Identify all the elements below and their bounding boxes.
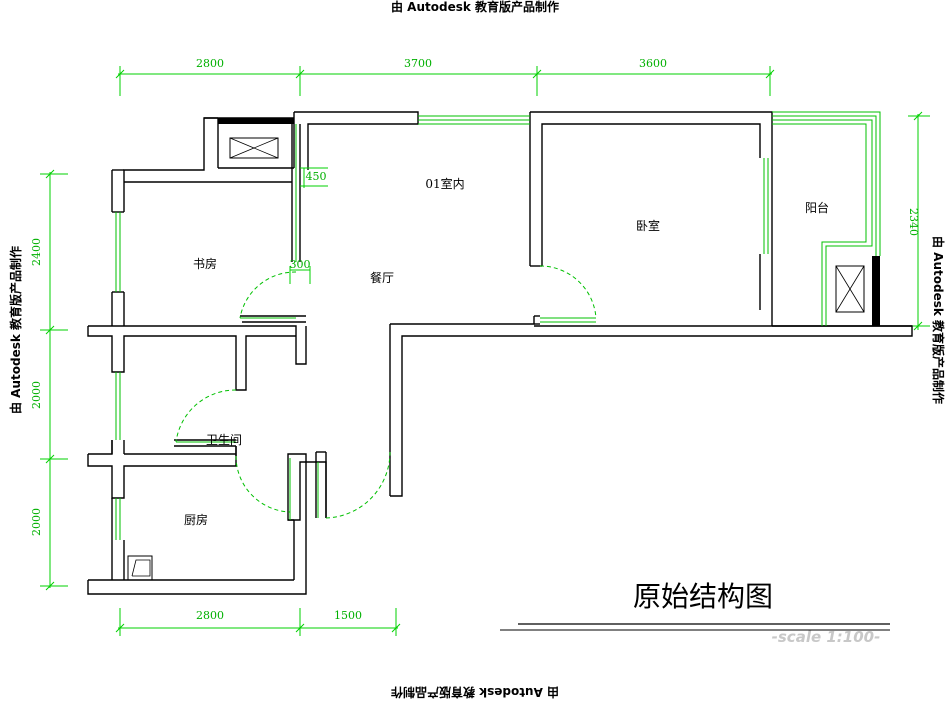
watermark-bottom: 由 Autodesk 教育版产品制作 [391,685,559,700]
room-balcony-label: 阳台 [805,200,829,215]
dim-left-1: 2400 [30,238,43,266]
bottom-dimension: 2800 1500 [115,608,401,636]
room-dining-label: 餐厅 [370,270,394,285]
dim-small-a: 450 [306,170,327,183]
partition-dimensions: 450 300 [289,167,328,284]
dim-top-1: 2800 [196,57,224,70]
walls [87,111,913,595]
room-bedroom-label: 卧室 [636,218,660,233]
room-indoor-label: 01室内 [425,176,464,191]
dim-left-3: 2000 [30,508,43,536]
dim-left-2: 2000 [30,381,43,409]
dim-bottom-2: 1500 [334,609,362,622]
drawing-title: 原始结构图 [633,580,773,613]
top-dimension: 2800 3700 3600 [115,57,775,96]
dim-small-b: 300 [290,258,311,271]
dim-top-2: 3700 [404,57,432,70]
dim-right: 2340 [907,208,920,236]
balcony-shaft-symbol [835,265,865,313]
watermark-left: 由 Autodesk 教育版产品制作 [8,246,23,414]
wall-strip-balcony [872,256,880,326]
left-dimension: 2400 2000 2000 [30,169,68,591]
room-bathroom-label: 卫生间 [206,433,242,447]
drawing-scale: -scale 1:100- [772,628,881,646]
dim-top-3: 3600 [639,57,667,70]
windows [115,111,881,540]
kitchen-flue-symbol [127,555,153,581]
wall-strip-top [218,118,294,124]
room-study-label: 书房 [193,256,217,271]
dim-bottom-1: 2800 [196,609,224,622]
doors [175,265,597,519]
right-dimension: 2340 [907,111,930,331]
watermark-top: 由 Autodesk 教育版产品制作 [391,0,559,14]
watermark-right: 由 Autodesk 教育版产品制作 [931,236,946,404]
room-kitchen-label: 厨房 [184,512,208,527]
shaft-symbol [229,137,279,159]
